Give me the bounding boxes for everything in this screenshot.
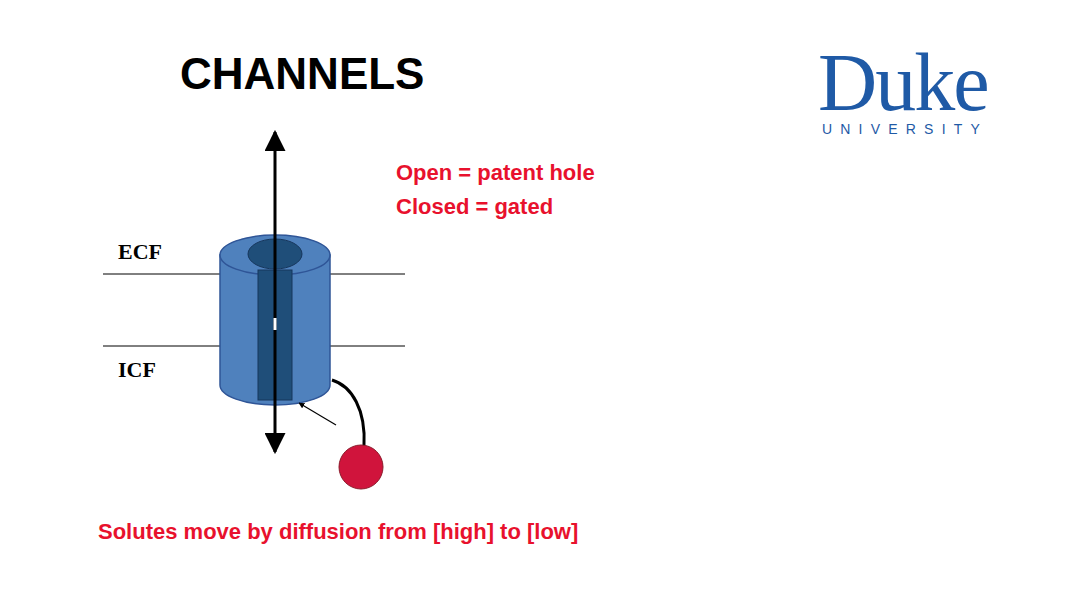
slide-title: CHANNELS (180, 50, 424, 98)
gate-gap (274, 318, 277, 330)
logo-wordmark: Duke (818, 38, 988, 128)
note-text: Open = patent hole (396, 161, 595, 185)
note-text: Closed = gated (396, 195, 553, 219)
gate-tether (332, 380, 364, 446)
gate-ball (339, 445, 383, 489)
compartment-label: ECF (118, 240, 162, 264)
compartment-label: ICF (118, 358, 156, 382)
flow-arrow (274, 132, 277, 452)
caption-note: Solutes move by diffusion from [high] to… (98, 520, 578, 544)
gate-arrow (299, 403, 336, 425)
logo-subtitle: UNIVERSITY (822, 122, 988, 137)
